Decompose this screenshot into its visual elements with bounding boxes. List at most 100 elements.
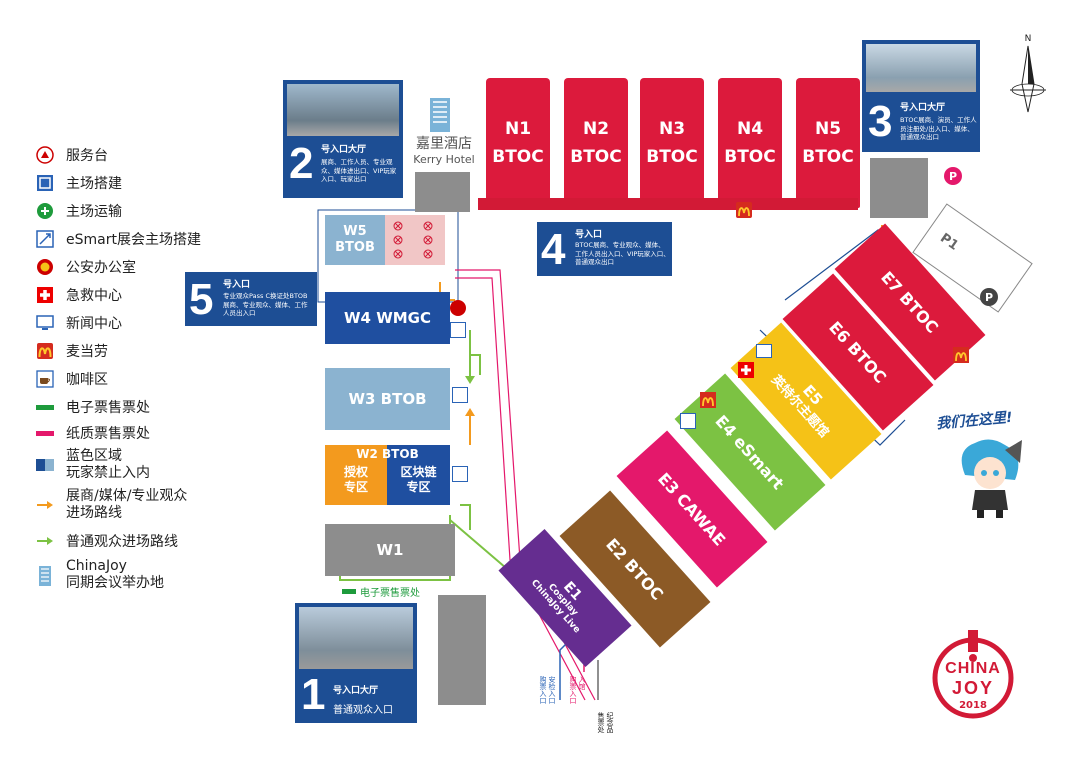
entrance-number: 5 [189, 275, 214, 324]
hall-type: BTOC [802, 147, 854, 167]
cafe-icon [450, 322, 466, 338]
legend-label: 玩家禁止入内 [66, 465, 150, 481]
legend-item-green-route: 普通观众进场路线 [36, 529, 178, 553]
building-icon [36, 566, 54, 586]
mcdonalds-icon [953, 347, 969, 363]
blue-zone-swatch [36, 456, 54, 474]
legend-item-transport: 主场运输 [36, 199, 122, 223]
legend-item-mcdonalds: 麦当劳 [36, 339, 108, 363]
entry-label-security: 安检入口 购票入口 [539, 676, 556, 704]
first-aid-icon [36, 286, 54, 304]
callout-entrance-2: 2 号入口大厅 展商、工作人员、专业观众、媒体进出口、VIP玩家入口、玩家出口 [283, 80, 403, 198]
police-icon [36, 258, 54, 276]
hall-label: E6 BTOC [825, 317, 891, 387]
main-transport-icon [36, 202, 54, 220]
entrance-desc: BTOC展商、演员、工作人员注册处/出入口、媒体、普通观众出口 [900, 116, 977, 141]
e-ticket-label: 电子票售票处 [360, 588, 420, 599]
merch-label: 纪念品 售票处 [597, 712, 614, 733]
legend-item-cafe: 咖啡区 [36, 367, 108, 391]
legend-label: 展商/媒体/专业观众 [66, 488, 188, 504]
hall-label: W5 [343, 224, 367, 239]
mcdonalds-icon [36, 342, 54, 360]
callout-entrance-1: 1 号入口大厅 普通观众入口 [295, 603, 417, 723]
police-icon [450, 300, 466, 316]
e-ticket-swatch [36, 398, 54, 416]
entrance-desc: 展商、工作人员、专业观众、媒体进出口、VIP玩家入口、玩家出口 [321, 158, 397, 183]
first-aid-icon [738, 362, 754, 378]
turnstile-icons [393, 221, 433, 259]
service-desk-icon [36, 146, 54, 164]
hall-w3[interactable]: W3 BTOB [325, 368, 450, 430]
callout-entrance-3: 3 号入口大厅 BTOC展商、演员、工作人员注册处/出入口、媒体、普通观众出口 [862, 40, 980, 152]
parking-label: P [984, 290, 994, 304]
entrance-title: 号入口大厅 [333, 686, 379, 696]
entrance-number: 3 [868, 97, 893, 146]
legend-label: ChinaJoy [66, 558, 127, 574]
main-build-icon [36, 174, 54, 192]
hall-w2[interactable]: W2 BTOB 授权 专区 区块链 专区 [325, 445, 450, 505]
hall-type: BTOC [646, 147, 698, 167]
hall-label: E2 BTOC [602, 534, 668, 604]
mcdonalds-icon [700, 392, 716, 408]
entrance-number: 4 [541, 225, 566, 274]
green-arrow-icon [36, 532, 54, 550]
chinajoy-logo: CHINA JOY 2018 [928, 630, 1018, 720]
hall-w4[interactable]: W4 WMGC [325, 292, 450, 344]
hall-label: N5 [814, 119, 842, 139]
hall-label: E7 BTOC [877, 267, 943, 337]
hall-label: N1 [504, 119, 532, 139]
legend-item-service: 服务台 [36, 143, 108, 167]
entrance-desc: 普通观众入口 [333, 705, 393, 716]
entrance-photo [299, 607, 413, 669]
esmart-build-icon [36, 230, 54, 248]
entrance-photo [287, 84, 399, 136]
e-ticket-marker [342, 589, 356, 594]
hall-type: BTOB [335, 240, 375, 255]
paper-ticket-swatch [36, 424, 54, 442]
legend-item-police: 公安办公室 [36, 255, 136, 279]
kerry-cn: 嘉里酒店 [416, 136, 472, 152]
hall-label: W1 [376, 541, 404, 559]
zone-label: 授权 专区 [343, 465, 368, 494]
hall-label: W4 WMGC [344, 309, 431, 327]
legend-label: 蓝色区域 [66, 448, 122, 464]
logo-year: 2018 [959, 700, 987, 711]
building-icon [426, 96, 454, 136]
zone-label: 区块链 专区 [400, 465, 437, 494]
parking-icon: P [944, 167, 962, 185]
mascot-image [950, 435, 1030, 524]
legend-item-orange-route: 展商/媒体/专业观众进场路线 [36, 487, 187, 523]
kerry-hotel-label: 嘉里酒店 Kerry Hotel [406, 133, 482, 166]
legend-item-main-build: 主场搭建 [36, 171, 122, 195]
legend-item-paper-ticket: 纸质票售票处 [36, 421, 150, 445]
hall-label: N4 [736, 119, 764, 139]
entry-label-ticket: 入馆 购票入口 [569, 676, 586, 704]
callout-entrance-4: 4 号入口 BTOC展商、专业观众、媒体、工作人员出入口、VIP玩家入口、普通观… [537, 222, 672, 276]
hall-label: W3 BTOB [348, 390, 427, 408]
legend-label: 进场路线 [66, 505, 122, 521]
callout-entrance-5: 5 号入口 专业观众Pass C换证处BTOB展商、专业观众、媒体、工作人员出入… [185, 272, 317, 326]
hall-w1[interactable]: W1 [325, 524, 455, 576]
hall-type: BTOC [724, 147, 776, 167]
press-center-icon [36, 314, 54, 332]
w2-blockchain-zone [387, 445, 450, 505]
legend-item-esmart: eSmart展会主场搭建 [36, 227, 201, 251]
legend-item-first-aid: 急救中心 [36, 283, 122, 307]
entrance-photo [866, 44, 976, 92]
kerry-en: Kerry Hotel [413, 153, 475, 166]
mcdonalds-icon [736, 202, 752, 218]
cafe-icon [36, 370, 54, 388]
legend-item-press: 新闻中心 [36, 311, 122, 335]
north-arrow-icon: N [1008, 34, 1048, 116]
hall-label: N3 [658, 119, 686, 139]
north-label: N [1024, 34, 1032, 44]
p1-label: P1 [937, 230, 962, 254]
hall-type: BTOC [570, 147, 622, 167]
